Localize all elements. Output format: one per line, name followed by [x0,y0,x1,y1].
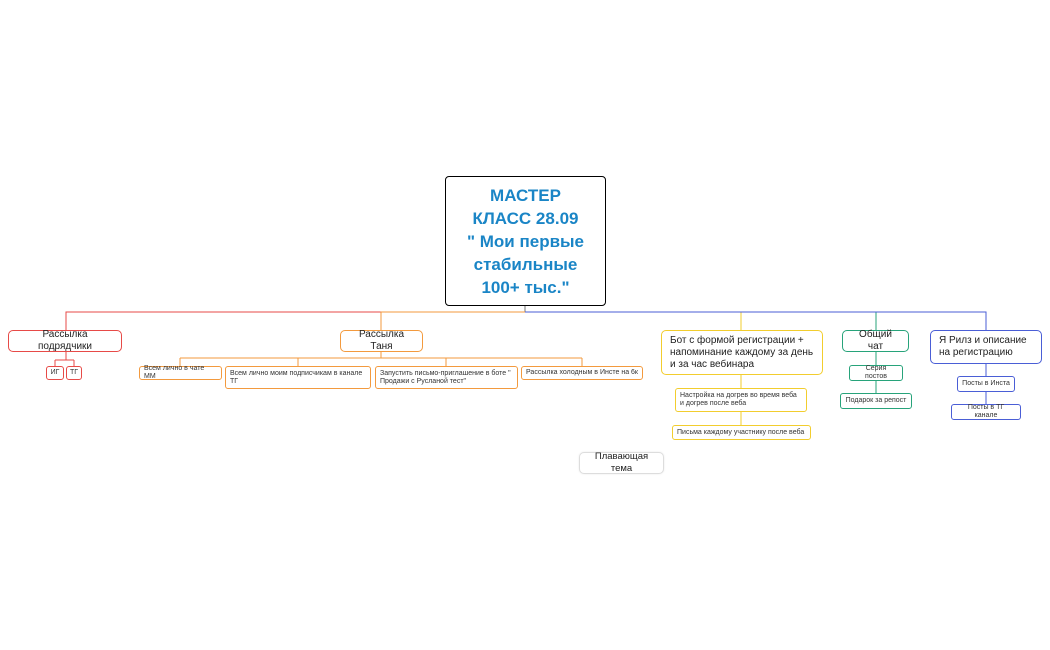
subtopic-label: Всем лично моим подписчикам в канале ТГ [230,369,363,385]
subtopic-label: Рассылка холодным в Инсте на 6к [526,369,638,376]
root-topic-label: МАСТЕР КЛАСС 28.09 " Мои первые стабильн… [466,185,585,297]
subtopic-tg[interactable]: ТГ [66,366,82,380]
subtopic-tg-subscribers[interactable]: Всем лично моим подписчикам в канале ТГ [225,366,371,389]
topic-bot-registration[interactable]: Бот с формой регистрации + напоминание к… [661,330,823,375]
topic-reels-description[interactable]: Я Рилз и описание на регистрацию [930,330,1042,364]
connector-blue [525,311,987,330]
connector-orange [179,352,583,366]
topic-general-chat[interactable]: Общий чат [842,329,909,352]
topic-rassylka-tanya[interactable]: Рассылка Таня [340,329,423,352]
connector-red [54,352,75,366]
subtopic-repost-gift[interactable]: Подарок за репост [840,393,912,409]
subtopic-label: Серия постов [865,365,887,380]
subtopic-warmup-setup[interactable]: Настройка на догрев во время веба и догр… [675,388,807,412]
connector-green [525,311,877,330]
subtopic-ig[interactable]: ИГ [46,366,64,380]
subtopic-bot-invite[interactable]: Запустить письмо-приглашение в боте " Пр… [375,366,518,389]
subtopic-label: ИГ [50,369,60,376]
root-topic[interactable]: МАСТЕР КЛАСС 28.09 " Мои первые стабильн… [445,176,606,306]
subtopic-chat-mm[interactable]: Всем лично в чате ММ [139,365,222,380]
topic-label: Общий чат [859,329,892,352]
subtopic-insta-posts[interactable]: Посты в Инста [957,376,1015,392]
topic-label: Я Рилз и описание на регистрацию [939,335,1027,358]
connector-orange [380,311,525,330]
subtopic-label: Запустить письмо-приглашение в боте " Пр… [380,369,511,385]
subtopic-label: Настройка на догрев во время веба и догр… [680,392,797,407]
connector-red [65,311,525,330]
subtopic-label: Посты в ТГ канале [967,404,1005,419]
floating-topic-label: Плавающая тема [594,451,649,474]
topic-label: Рассылка подрядчики [37,329,93,352]
subtopic-label: Посты в Инста [962,380,1010,387]
topic-rassylka-podryadchiki[interactable]: Рассылка подрядчики [8,329,122,352]
floating-topic[interactable]: Плавающая тема [579,451,664,474]
subtopic-label: Всем лично в чате ММ [144,365,205,380]
subtopic-post-series[interactable]: Серия постов [849,365,903,381]
subtopic-label: Подарок за репост [845,397,907,404]
connector-yellow [525,311,742,330]
subtopic-label: Письма каждому участнику после веба [677,428,805,436]
subtopic-tg-channel-posts[interactable]: Посты в ТГ канале [951,404,1021,420]
subtopic-cold-insta[interactable]: Рассылка холодным в Инсте на 6к [521,366,643,380]
subtopic-letters-after-webinar[interactable]: Письма каждому участнику после веба [672,425,811,440]
topic-label: Рассылка Таня [358,329,405,352]
topic-label: Бот с формой регистрации + напоминание к… [670,334,814,370]
subtopic-label: ТГ [69,369,79,376]
